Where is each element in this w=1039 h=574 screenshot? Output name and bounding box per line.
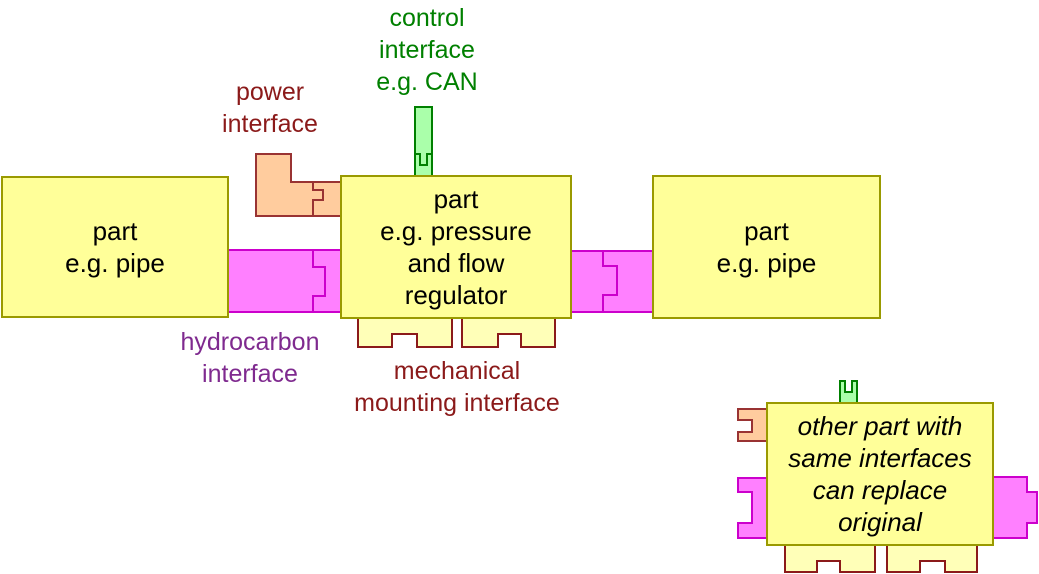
center-part-box (340, 175, 572, 319)
control-connector-seam (415, 153, 432, 166)
power-connector (255, 153, 342, 217)
other-mounting-tab-left (784, 544, 876, 573)
left-part-label: part e.g. pipe (65, 216, 165, 278)
other-control-socket (839, 380, 858, 404)
other-mounting-tab-right (886, 544, 978, 573)
power-connector-seam (312, 182, 324, 216)
mounting-tab-right (461, 317, 556, 348)
right-part-box (652, 175, 881, 319)
mechanical-mounting-interface-label: mechanical mounting interface (354, 357, 560, 417)
center-part-label: part e.g. pressure and flow regulator (380, 184, 532, 310)
other-power-socket (737, 408, 768, 442)
power-interface-label: power interface (222, 78, 318, 138)
hydrocarbon-interface-label: hydrocarbon interface (180, 328, 320, 388)
hydrocarbon-connector-right (570, 250, 654, 313)
hydrocarbon-connector-left-seam (312, 250, 326, 312)
other-part-label: other part with same interfaces can repl… (788, 411, 972, 537)
hydrocarbon-connector-right-seam (602, 251, 618, 312)
other-hydrocarbon-socket-left (737, 477, 768, 539)
left-part-box (1, 176, 229, 318)
mounting-tab-left (357, 317, 453, 348)
right-part-label: part e.g. pipe (716, 216, 817, 278)
other-part-box (766, 402, 994, 546)
control-interface-label: control interface e.g. CAN (376, 4, 478, 96)
other-hydrocarbon-plug-right (992, 476, 1038, 539)
